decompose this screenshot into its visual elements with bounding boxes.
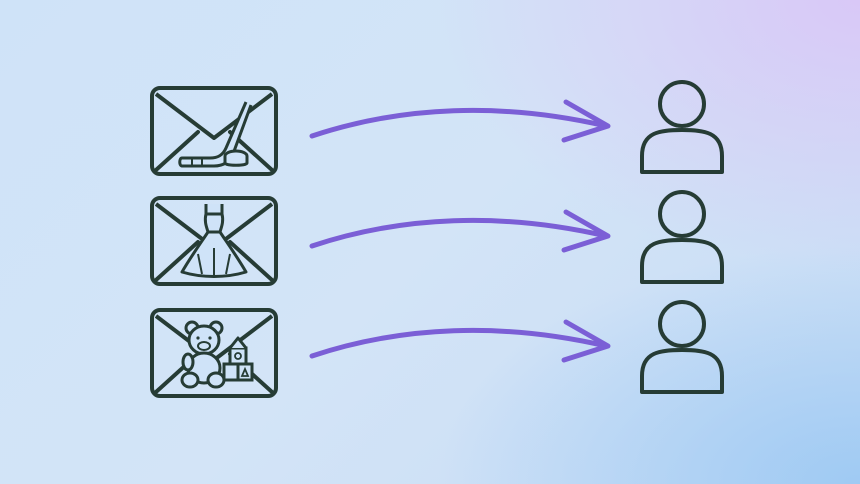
dress-icon <box>180 204 248 278</box>
curved-arrow-icon <box>312 322 608 360</box>
row-1 <box>150 80 724 176</box>
hockey-envelope-icon <box>150 86 278 176</box>
dress-envelope-icon <box>150 196 278 286</box>
person-icon <box>640 300 724 394</box>
puck-icon <box>223 149 249 167</box>
row-3 <box>150 300 724 398</box>
curved-arrow-icon <box>312 102 608 140</box>
toy-blocks-icon <box>222 336 254 382</box>
row-2 <box>150 190 724 286</box>
person-icon <box>640 190 724 284</box>
toys-envelope-icon <box>150 308 278 398</box>
teddy-bear-icon <box>180 320 226 389</box>
person-icon <box>640 80 724 174</box>
curved-arrow-icon <box>312 212 608 250</box>
